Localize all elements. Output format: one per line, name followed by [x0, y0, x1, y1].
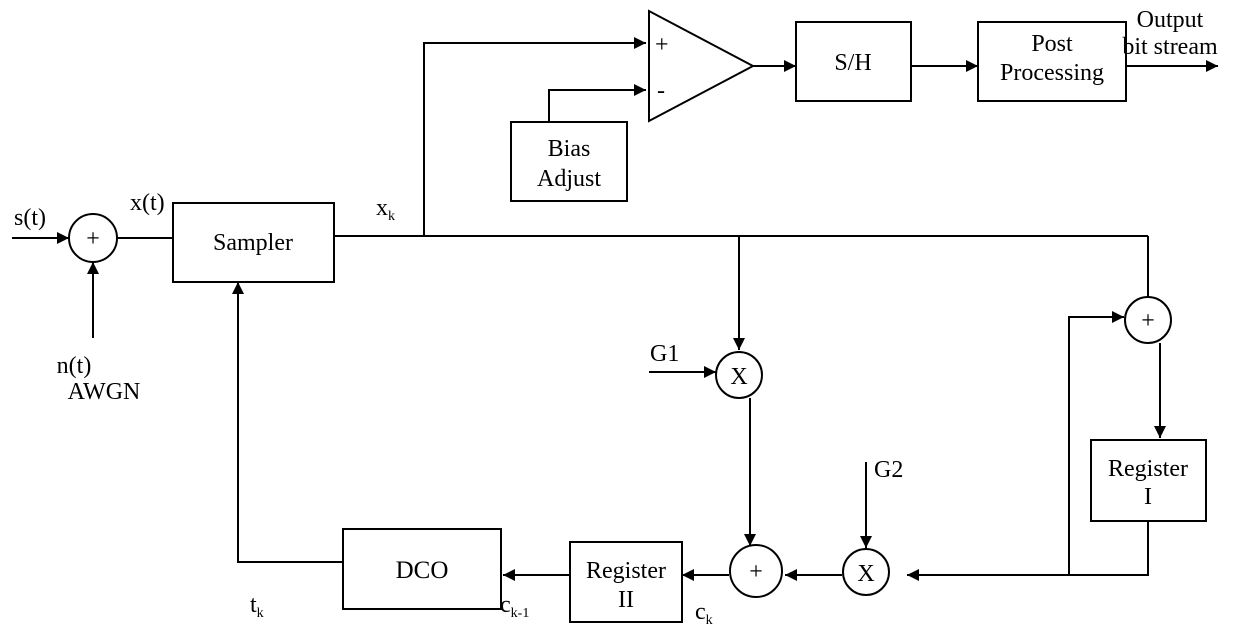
wire-reg1-feedback: [1068, 311, 1124, 575]
xk-label: xk: [376, 195, 395, 224]
register-2-line1: Register: [586, 558, 666, 584]
tk-label: tk: [250, 592, 264, 621]
post-processing-line1: Post: [1031, 31, 1073, 57]
post-processing-line2: Processing: [1000, 60, 1104, 86]
loop-sum-junction: +: [729, 544, 783, 598]
bias-adjust-line1: Bias: [548, 136, 591, 162]
signal-plus-noise-label: x(t): [130, 190, 165, 216]
input-sum-junction: +: [68, 213, 118, 263]
comparator: + -: [648, 9, 756, 123]
loop-sum-symbol: +: [749, 559, 763, 585]
dco-block: DCO: [342, 528, 502, 610]
register-1-block: Register I: [1090, 439, 1207, 522]
input-sum-symbol: +: [86, 226, 100, 252]
post-processing-block: Post Processing: [977, 21, 1127, 102]
multiplier-g2: X: [842, 548, 890, 596]
wire-dco-to-sampler: [232, 282, 343, 563]
xk-base: x: [376, 195, 388, 221]
accumulator-sum-junction: +: [1124, 296, 1172, 344]
tk-base: t: [250, 592, 257, 618]
output-line2: bit stream: [1122, 34, 1218, 60]
ck-label: ck: [695, 599, 713, 628]
wires: [12, 37, 1218, 581]
bias-adjust-block: Bias Adjust: [510, 121, 628, 202]
register-1-line1: Register: [1108, 456, 1188, 482]
bias-adjust-line2: Adjust: [537, 166, 601, 192]
comparator-plus: +: [655, 32, 669, 58]
multiplier-g1-symbol: X: [730, 364, 747, 390]
dco-label: DCO: [396, 557, 449, 584]
sample-hold-label: S/H: [834, 50, 871, 76]
comparator-minus: -: [657, 78, 665, 104]
gain-g1-label: G1: [650, 341, 679, 367]
tk-sub: k: [257, 606, 264, 621]
ck-1-label: ck-1: [500, 592, 529, 621]
ck-base: c: [695, 599, 706, 625]
output-line1: Output: [1137, 7, 1204, 33]
sampler-block: Sampler: [172, 202, 335, 283]
signal-label: s(t): [14, 205, 46, 231]
register-2-line2: II: [618, 587, 634, 613]
multiplier-g2-symbol: X: [857, 561, 874, 587]
sample-hold-block: S/H: [795, 21, 912, 102]
ck-sub: k: [706, 613, 713, 628]
gain-g2-label: G2: [874, 457, 903, 483]
sampler-label: Sampler: [213, 230, 293, 256]
register-2-block: Register II: [569, 541, 683, 623]
multiplier-g1: X: [715, 351, 763, 399]
wire-bias-to-comparator: [548, 84, 646, 122]
noise-type-label: AWGN: [68, 379, 141, 405]
noise-label: n(t): [57, 353, 92, 379]
accumulator-sum-symbol: +: [1141, 308, 1155, 334]
ck-1-base: c: [500, 592, 511, 618]
xk-sub: k: [388, 209, 395, 224]
ck-1-sub: k-1: [511, 606, 530, 621]
register-1-line2: I: [1144, 484, 1152, 510]
wire-reg1-out: [907, 521, 1149, 581]
wire-xk-to-comparator: [423, 37, 646, 236]
